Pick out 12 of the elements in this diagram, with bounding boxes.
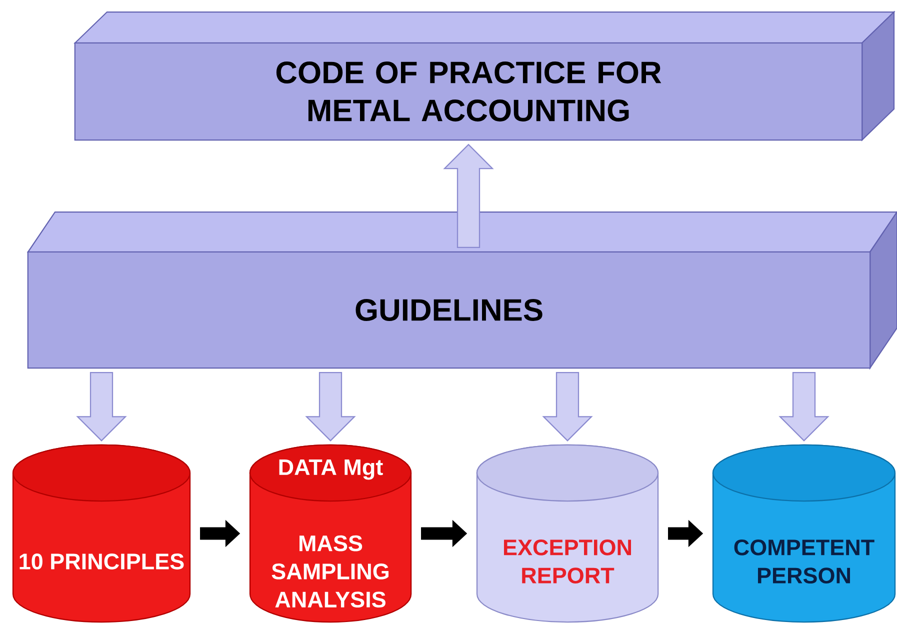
block-arrow (778, 372, 830, 442)
arrow (200, 520, 240, 548)
block-arrow (542, 372, 593, 442)
cylinder: COMPETENT PERSON (712, 444, 896, 623)
cylinder: EXCEPTION REPORT (476, 444, 659, 623)
cylinder: DATA Mgt MASS SAMPLING ANALYSIS (249, 444, 412, 623)
cylinder: 10 PRINCIPLES (12, 444, 191, 623)
arrow (668, 520, 704, 548)
block-arrow (305, 372, 356, 442)
arrow (421, 520, 468, 548)
block-arrow (443, 144, 494, 248)
block-arrow (76, 372, 127, 442)
